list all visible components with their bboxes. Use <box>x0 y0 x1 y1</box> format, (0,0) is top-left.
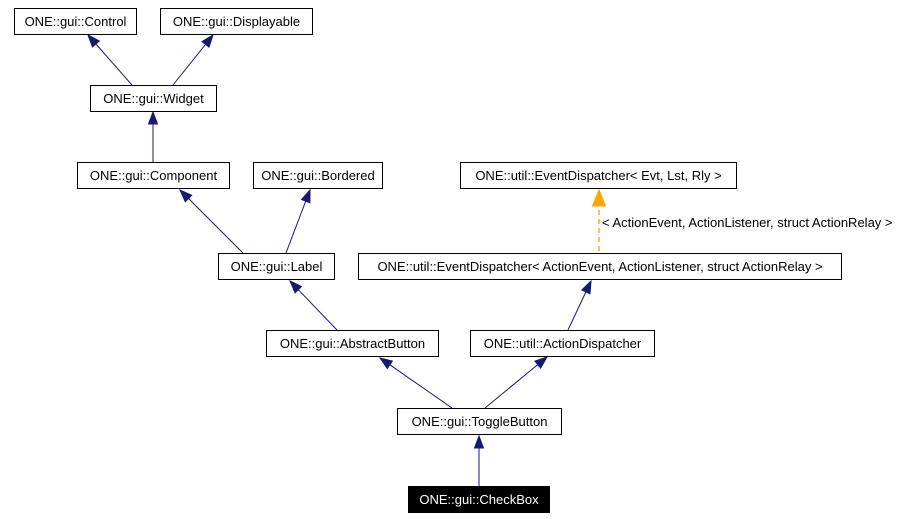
inheritance-arrow-actiondispatcher-to-eventdispatcher <box>567 279 592 331</box>
node-one-gui-displayable[interactable]: ONE::gui::Displayable <box>160 8 313 35</box>
node-one-gui-widget[interactable]: ONE::gui::Widget <box>90 85 217 112</box>
inheritance-arrow-label-to-component <box>178 188 244 254</box>
node-one-gui-bordered[interactable]: ONE::gui::Bordered <box>253 162 383 189</box>
node-one-util-actiondispatcher[interactable]: ONE::util::ActionDispatcher <box>470 330 655 357</box>
node-one-gui-abstractbutton[interactable]: ONE::gui::AbstractButton <box>266 330 439 357</box>
node-one-util-eventdispatcher-template[interactable]: ONE::util::EventDispatcher< Evt, Lst, Rl… <box>460 162 737 189</box>
inheritance-arrow-label-to-bordered <box>285 188 311 254</box>
inheritance-arrow-togglebutton-to-actiondispatcher <box>484 356 549 409</box>
inheritance-arrow-component-to-widget <box>147 110 159 162</box>
node-one-gui-control[interactable]: ONE::gui::Control <box>14 8 137 35</box>
inheritance-arrow-widget-to-displayable <box>172 33 214 86</box>
node-one-gui-label[interactable]: ONE::gui::Label <box>218 253 335 280</box>
inheritance-arrow-checkbox-to-togglebutton <box>473 434 485 486</box>
node-one-gui-component[interactable]: ONE::gui::Component <box>77 162 230 189</box>
node-one-gui-checkbox: ONE::gui::CheckBox <box>408 486 550 513</box>
node-one-gui-togglebutton[interactable]: ONE::gui::ToggleButton <box>397 408 562 435</box>
inheritance-arrow-abstractbutton-to-label <box>289 279 338 331</box>
inheritance-arrow-togglebutton-to-abstractbutton <box>378 357 453 409</box>
node-one-util-eventdispatcher-instance[interactable]: ONE::util::EventDispatcher< ActionEvent,… <box>358 253 842 280</box>
inheritance-arrow-widget-to-control <box>87 33 133 86</box>
template-args-label: < ActionEvent, ActionListener, struct Ac… <box>602 215 893 230</box>
